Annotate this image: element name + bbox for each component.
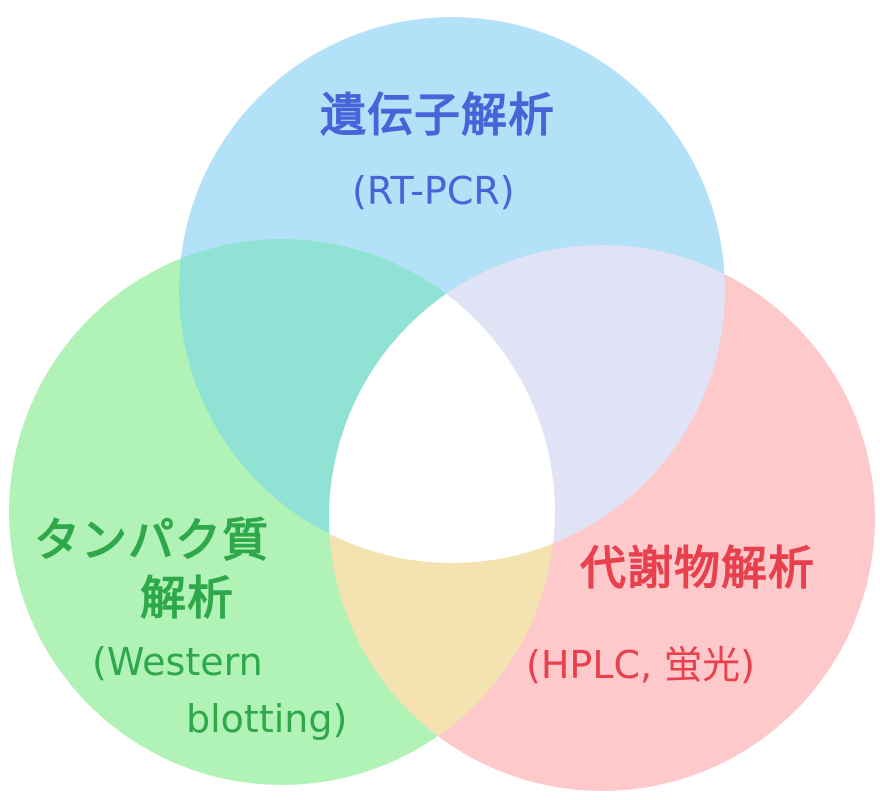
gene-analysis-title: 遺伝子解析 xyxy=(320,88,555,142)
gene-analysis-method: (RT-PCR) xyxy=(352,169,515,213)
protein-analysis-method-line1: (Western xyxy=(92,640,263,684)
protein-analysis-title-line2: 解析 xyxy=(140,571,234,625)
metabolite-analysis-method: (HPLC, 蛍光) xyxy=(526,643,756,687)
protein-analysis-method-line2: blotting) xyxy=(186,697,348,741)
center-overlap xyxy=(329,245,555,563)
metabolite-analysis-title: 代謝物解析 xyxy=(580,541,815,595)
protein-analysis-title-line1: タンパク質 xyxy=(34,513,269,567)
